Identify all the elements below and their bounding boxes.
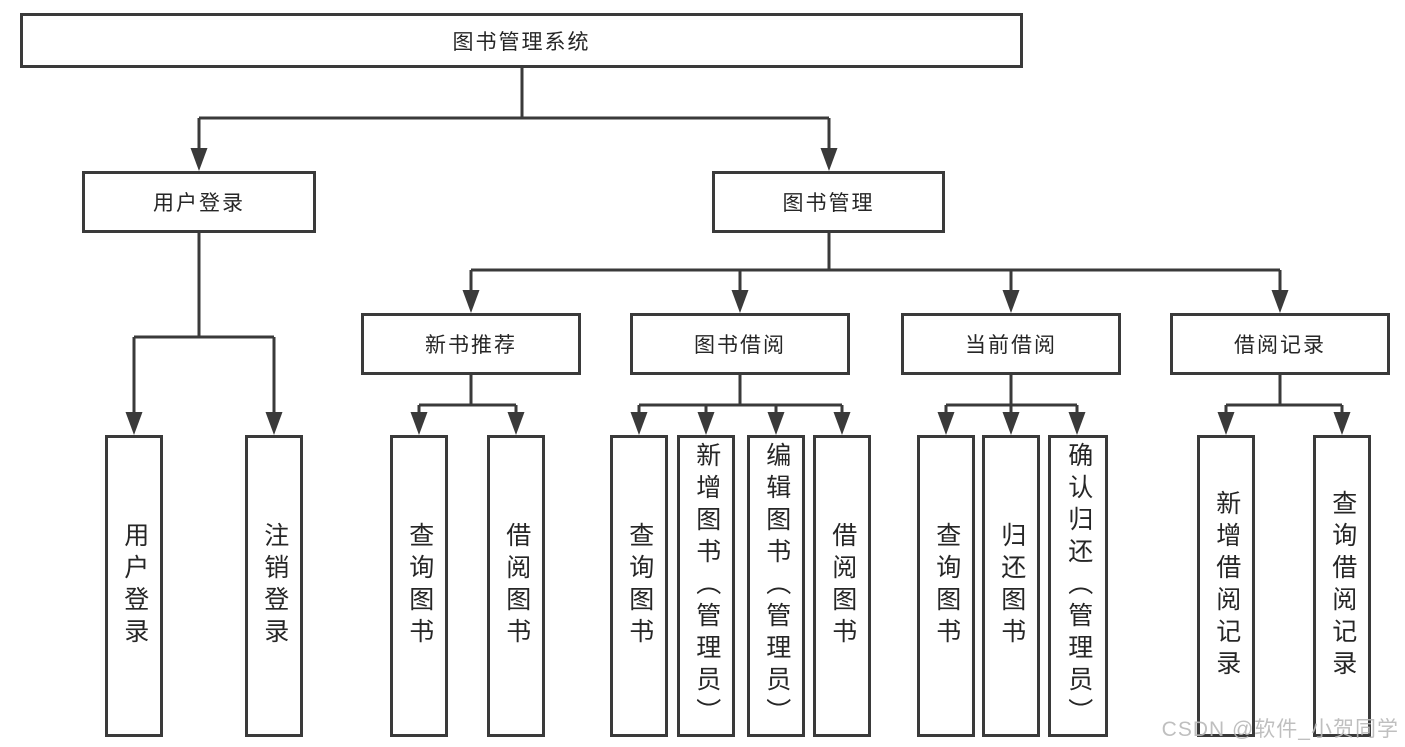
node-book-management: 图书管理 — [712, 171, 945, 233]
node-current-borrow: 当前借阅 — [901, 313, 1121, 375]
leaf-logout: 注销登录 — [245, 435, 303, 737]
leaf-add-book-admin: 新增图书（管理员） — [677, 435, 735, 737]
branch-borrow-records-leaves — [1217, 375, 1351, 435]
leaf-borrow-books-newbook: 借阅图书 — [487, 435, 545, 737]
leaf-query-borrow-record-label: 查询借阅记录 — [1328, 490, 1357, 682]
leaf-query-books-newbook-label: 查询图书 — [405, 522, 434, 650]
leaf-query-books-current-label: 查询图书 — [932, 522, 961, 650]
node-book-borrow-label: 图书借阅 — [694, 334, 786, 357]
leaf-add-borrow-record-label: 新增借阅记录 — [1212, 490, 1241, 682]
branch-new-book-leaves — [410, 375, 525, 435]
leaf-user-login: 用户登录 — [105, 435, 163, 737]
node-current-borrow-label: 当前借阅 — [965, 334, 1057, 357]
leaf-add-book-admin-label: 新增图书（管理员） — [692, 442, 721, 730]
leaf-return-books-label: 归还图书 — [997, 522, 1026, 650]
branch-book-borrow-leaves — [630, 375, 851, 435]
branch-root-to-level2 — [190, 68, 838, 171]
leaf-logout-label: 注销登录 — [260, 522, 289, 650]
leaf-query-borrow-record: 查询借阅记录 — [1313, 435, 1371, 737]
leaf-add-borrow-record: 新增借阅记录 — [1197, 435, 1255, 737]
leaf-confirm-return-admin-label: 确认归还（管理员） — [1064, 442, 1093, 730]
leaf-borrow-books-newbook-label: 借阅图书 — [502, 522, 531, 650]
node-root: 图书管理系统 — [20, 13, 1023, 68]
node-borrow-records-label: 借阅记录 — [1234, 334, 1326, 357]
node-new-book-recommend: 新书推荐 — [361, 313, 581, 375]
leaf-edit-book-admin-label: 编辑图书（管理员） — [762, 442, 791, 730]
branch-user-login-leaves — [125, 233, 283, 435]
leaf-borrow-books-borrow-label: 借阅图书 — [828, 522, 857, 650]
leaf-query-books-borrow-label: 查询图书 — [625, 522, 654, 650]
node-new-book-recommend-label: 新书推荐 — [425, 334, 517, 357]
leaf-user-login-label: 用户登录 — [120, 522, 149, 650]
leaf-return-books: 归还图书 — [982, 435, 1040, 737]
node-root-label: 图书管理系统 — [452, 30, 591, 54]
node-user-login-label: 用户登录 — [153, 192, 245, 215]
node-user-login: 用户登录 — [82, 171, 316, 233]
watermark: CSDN @软件_小贺同学 — [1161, 718, 1399, 741]
leaf-borrow-books-borrow: 借阅图书 — [813, 435, 871, 737]
node-borrow-records: 借阅记录 — [1170, 313, 1390, 375]
node-book-management-label: 图书管理 — [782, 192, 875, 215]
leaf-query-books-newbook: 查询图书 — [390, 435, 448, 737]
branch-current-borrow-leaves — [937, 375, 1086, 435]
leaf-edit-book-admin: 编辑图书（管理员） — [747, 435, 805, 737]
leaf-query-books-borrow: 查询图书 — [610, 435, 668, 737]
leaf-confirm-return-admin: 确认归还（管理员） — [1048, 435, 1108, 737]
leaf-query-books-current: 查询图书 — [917, 435, 975, 737]
node-book-borrow: 图书借阅 — [630, 313, 850, 375]
branch-book-management-to-level3 — [462, 233, 1289, 313]
